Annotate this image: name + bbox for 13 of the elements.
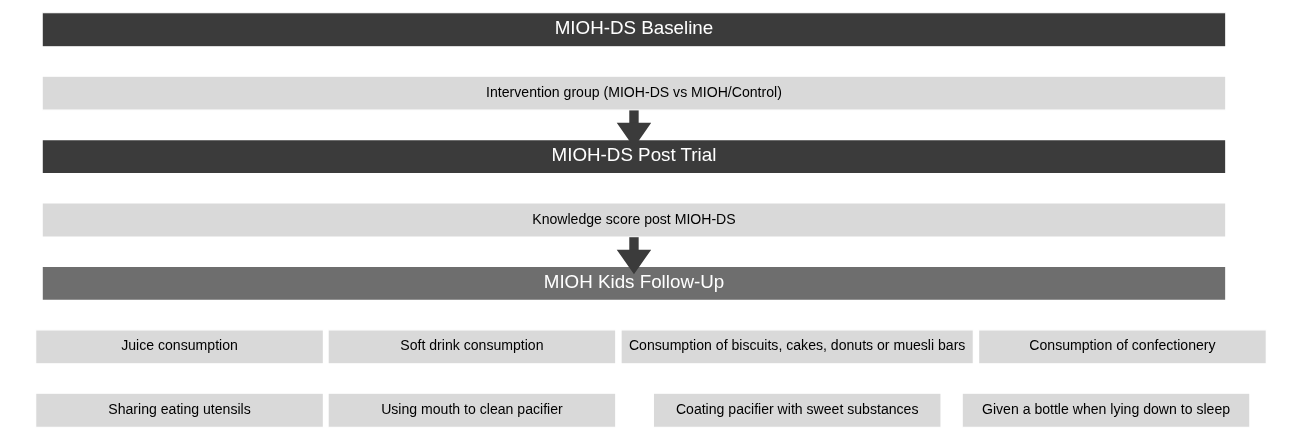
node-box: Consumption of biscuits, cakes, donuts or muesli bars	[619, 329, 974, 365]
node-box: MIOH Kids Follow-Up	[41, 265, 1226, 302]
node-box: Consumption of confectionery	[977, 329, 1267, 365]
node-box: Given a bottle when lying down to sleep	[961, 392, 1250, 428]
node-box: Coating pacifier with sweet substances	[652, 392, 942, 428]
node-box: Sharing eating utensils	[34, 392, 324, 428]
node-box: Soft drink consumption	[327, 329, 616, 365]
node-box: Intervention group (MIOH-DS vs MIOH/Control)	[41, 75, 1226, 111]
node-box: MIOH-DS Post Trial	[41, 138, 1226, 175]
node-box: Knowledge score post MIOH-DS	[41, 202, 1226, 238]
node-box: MIOH-DS Baseline	[41, 12, 1226, 48]
node-box: Juice consumption	[34, 329, 324, 365]
node-box: Using mouth to clean pacifier	[327, 392, 616, 428]
